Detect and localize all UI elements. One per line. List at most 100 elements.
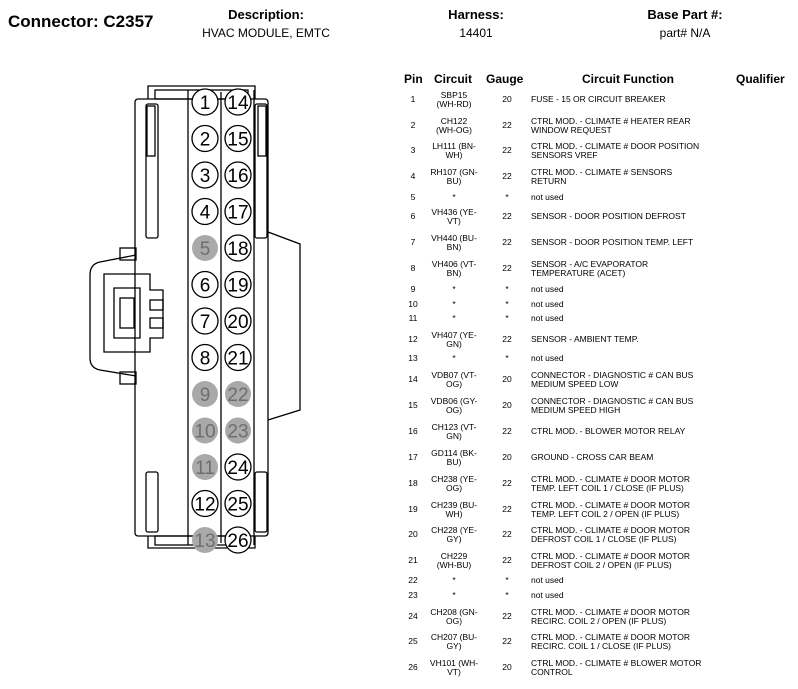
- table-circuit-21-line: CH229: [440, 550, 468, 561]
- table-function-8-line: SENSOR - A/C EVAPORATOR: [531, 258, 649, 269]
- pin-number-23: 23: [227, 422, 248, 443]
- table-function-16-line: CTRL MOD. - BLOWER MOTOR RELAY: [531, 426, 686, 437]
- table-pin-4: 4: [410, 171, 416, 181]
- table-circuit-13-line: *: [452, 353, 456, 364]
- table-circuit-2-line: (WH-OG): [436, 125, 472, 135]
- pin-cavity-14: [224, 88, 252, 116]
- table-function-6: SENSOR - DOOR POSITION DEFROST: [531, 212, 736, 222]
- table-gauge-2: 22: [502, 120, 512, 130]
- table-function-19-line: TEMP. LEFT COIL 2 / OPEN (IF PLUS): [531, 509, 680, 519]
- table-circuit-11: *: [419, 314, 489, 324]
- table-circuit-16-line: GN): [446, 431, 462, 441]
- table-pin-22: 22: [408, 575, 418, 585]
- table-pin-18: 18: [408, 478, 418, 488]
- table-pin-26: 26: [408, 662, 418, 672]
- table-circuit-19-line: WH): [445, 509, 463, 519]
- table-gauge-22: *: [505, 575, 509, 585]
- pin-cavity-21: [224, 343, 252, 372]
- table-gauge-23: *: [505, 590, 509, 600]
- table-pin-14: 14: [408, 374, 418, 384]
- table-circuit-7: VH440 (BU-BN): [419, 233, 489, 253]
- table-gauge-16: 22: [502, 426, 512, 436]
- description-value: HVAC MODULE, EMTC: [202, 26, 330, 40]
- table-function-22: not used: [531, 576, 736, 586]
- pin-cavity-15: [224, 124, 252, 153]
- table-circuit-12: VH407 (YE-GN): [419, 330, 489, 350]
- table-function-23-line: not used: [531, 590, 564, 601]
- table-function-15-line: MEDIUM SPEED HIGH: [531, 405, 621, 415]
- pin-number-3: 3: [200, 166, 211, 187]
- table-circuit-23: *: [419, 591, 489, 601]
- table-function-24-line: RECIRC. COIL 2 / OPEN (IF PLUS): [531, 616, 667, 626]
- table-circuit-21: CH229(WH-BU): [419, 550, 489, 571]
- table-circuit-15-line: OG): [445, 405, 463, 415]
- table-circuit-11-line: *: [452, 313, 456, 324]
- table-circuit-1: SBP15(WH-RD): [419, 90, 489, 110]
- table-pin-12: 12: [408, 334, 418, 344]
- pin-cavity-9: [192, 381, 218, 407]
- table-pin-9: 9: [410, 284, 416, 294]
- table-function-10-line: not used: [531, 299, 564, 310]
- pin-number-11: 11: [195, 458, 215, 479]
- table-pin-11: 11: [408, 313, 418, 323]
- table-pin-6: 6: [410, 211, 416, 221]
- table-pin-17: 17: [408, 452, 418, 462]
- description-label: Description:: [228, 7, 304, 22]
- table-circuit-3: LH111 (BN-WH): [419, 140, 489, 161]
- table-circuit-6: VH436 (YE-VT): [419, 207, 489, 227]
- table-function-14-line: MEDIUM SPEED LOW: [531, 379, 619, 389]
- pin-number-10: 10: [194, 422, 215, 443]
- pin-number-8: 8: [200, 349, 211, 370]
- pin-cavity-7: [191, 307, 219, 335]
- table-function-7-line: SENSOR - DOOR POSITION TEMP. LEFT: [531, 237, 694, 248]
- table-function-17-line: GROUND - CROSS CAR BEAM: [531, 452, 654, 463]
- table-circuit-18-line: CH238 (YE-: [431, 473, 477, 484]
- pin-cavity-23: [225, 417, 251, 444]
- pin-number-2: 2: [200, 130, 211, 151]
- table-pin-1: 1: [410, 94, 416, 104]
- table-function-5-line: not used: [531, 192, 564, 203]
- table-circuit-24-line: OG): [445, 616, 463, 626]
- table-circuit-7-line: BN): [446, 242, 462, 252]
- table-function-4-line: CTRL MOD. - CLIMATE # SENSORS: [531, 166, 673, 177]
- pin-number-26: 26: [227, 531, 248, 552]
- pin-number-13: 13: [194, 531, 215, 552]
- pin-number-16: 16: [227, 166, 248, 187]
- table-function-26-line: CTRL MOD. - CLIMATE # BLOWER MOTOR: [531, 657, 702, 668]
- table-circuit-10-line: *: [452, 299, 456, 310]
- table-function-23: not used: [531, 591, 736, 601]
- table-function-2-line: CTRL MOD. - CLIMATE # HEATER REAR: [531, 115, 691, 126]
- pin-number-19: 19: [227, 276, 248, 297]
- pin-cavity-4: [191, 197, 219, 226]
- table-circuit-16-line: CH123 (VT-: [431, 421, 477, 432]
- table-gauge-11: *: [505, 313, 509, 323]
- harness-value: 14401: [459, 26, 493, 40]
- table-circuit-8-line: BN): [446, 268, 462, 278]
- table-function-20-line: CTRL MOD. - CLIMATE # DOOR MOTOR: [531, 524, 690, 535]
- table-circuit-21-line: (WH-BU): [436, 560, 472, 570]
- table-circuit-3-line: WH): [445, 150, 463, 160]
- table-circuit-1-line: (WH-RD): [436, 99, 472, 109]
- table-function-22-line: not used: [531, 575, 564, 586]
- table-circuit-24: CH208 (GN-OG): [419, 607, 489, 627]
- pin-number-22: 22: [227, 385, 248, 406]
- table-function-21-line: DEFROST COIL 2 / OPEN (IF PLUS): [531, 560, 672, 570]
- table-pin-19: 19: [408, 504, 418, 514]
- pin-cavity-1: [191, 88, 219, 116]
- table-circuit-3-line: LH111 (BN-: [432, 140, 476, 151]
- table-pin-3: 3: [410, 145, 416, 155]
- table-function-4-line: RETURN: [531, 176, 567, 186]
- pin-number-20: 20: [227, 312, 248, 333]
- table-pin-23: 23: [408, 590, 418, 600]
- table-gauge-20: 22: [502, 529, 512, 539]
- pin-cavity-5: [192, 235, 218, 261]
- table-function-24-line: CTRL MOD. - CLIMATE # DOOR MOTOR: [531, 606, 690, 617]
- table-function-3-line: SENSORS VREF: [531, 150, 598, 160]
- table-function-6-line: SENSOR - DOOR POSITION DEFROST: [531, 211, 686, 222]
- table-circuit-26-line: VT): [447, 667, 461, 677]
- table-function-12-line: SENSOR - AMBIENT TEMP.: [531, 334, 639, 345]
- table-function-7: SENSOR - DOOR POSITION TEMP. LEFT: [531, 238, 736, 248]
